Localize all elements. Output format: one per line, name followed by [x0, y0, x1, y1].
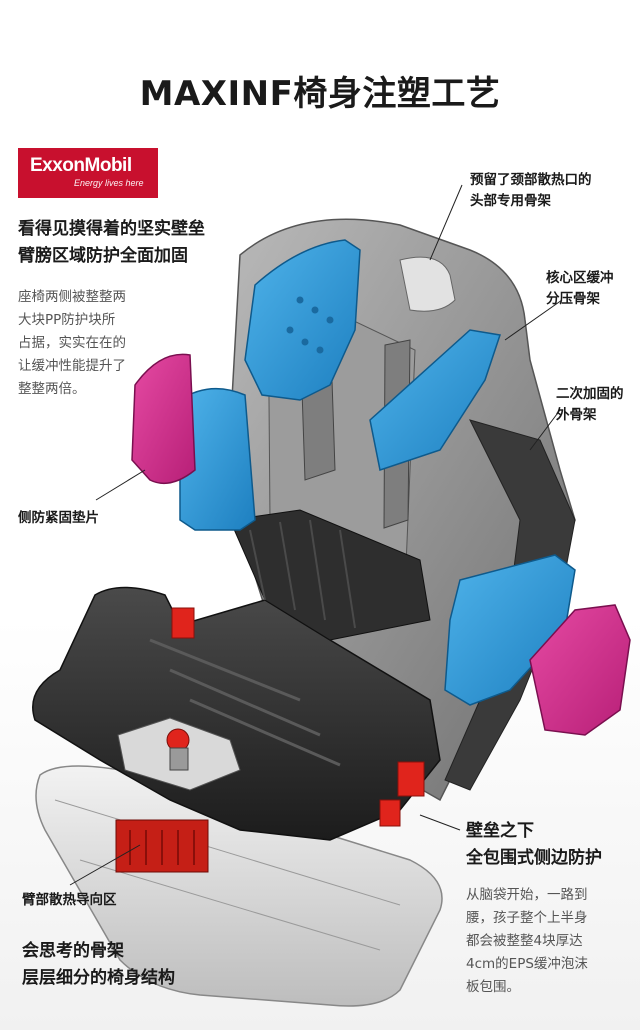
- right-magenta-side-pad: [529, 604, 631, 736]
- headrest-eps-foam: [244, 239, 361, 401]
- callout-head-frame-line-1: 预留了颈部散热口的: [470, 172, 592, 188]
- right-feature-heading: 壁垒之下 全包围式侧边防护: [466, 818, 602, 872]
- callout-outer-frame: 二次加固的 外骨架: [556, 384, 624, 426]
- harness-buckle: [117, 717, 241, 791]
- red-anchor-3: [379, 799, 401, 827]
- right-feature-heading-line-1: 壁垒之下: [466, 821, 534, 841]
- logo-tagline: Energy lives here: [74, 178, 144, 188]
- bottom-feature-heading-line-2: 层层细分的椅身结构: [22, 968, 175, 988]
- headrest-vent-holes: [286, 296, 334, 354]
- callout-head-frame-line-2: 头部专用骨架: [470, 193, 551, 209]
- left-feature-body-line-1: 座椅两侧被整整两: [18, 289, 126, 305]
- callout-outer-frame-line-1: 二次加固的: [556, 386, 624, 402]
- left-feature-body-line-4: 让缓冲性能提升了: [18, 358, 126, 374]
- core-zone-eps: [369, 329, 501, 471]
- left-feature-body: 座椅两侧被整整两 大块PP防护块所 占据，实实在在的 让缓冲性能提升了 整整两倍…: [18, 286, 126, 401]
- right-feature-body-line-4: 4cm的EPS缓冲泡沫: [466, 956, 588, 972]
- left-feature-body-line-5: 整整两倍。: [18, 381, 86, 397]
- callout-core-zone: 核心区缓冲 分压骨架: [546, 268, 614, 310]
- right-feature-body-line-2: 腰，孩子整个上半身: [466, 910, 588, 926]
- left-feature-heading-line-2: 臂膀区域防护全面加固: [18, 246, 188, 266]
- bottom-feature-heading-line-1: 会思考的骨架: [22, 941, 124, 961]
- left-feature-body-line-3: 占据，实实在在的: [18, 335, 126, 351]
- right-feature-body-line-1: 从脑袋开始，一路到: [466, 887, 588, 903]
- callout-side-pad: 侧防紧固垫片: [18, 510, 99, 526]
- logo-name: ExxonMobil: [30, 155, 132, 176]
- callout-head-frame: 预留了颈部散热口的 头部专用骨架: [470, 170, 592, 212]
- left-feature-heading-line-1: 看得见摸得着的坚实壁垒: [18, 219, 205, 239]
- left-feature-body-line-2: 大块PP防护块所: [18, 312, 116, 328]
- bottom-feature-heading: 会思考的骨架 层层细分的椅身结构: [22, 938, 175, 992]
- right-feature-body-line-3: 都会被整整4块厚达: [466, 933, 583, 949]
- red-anchor-1: [171, 607, 195, 639]
- right-feature-body: 从脑袋开始，一路到 腰，孩子整个上半身 都会被整整4块厚达 4cm的EPS缓冲泡…: [466, 884, 588, 999]
- page-title: MAXINF椅身注塑工艺: [139, 74, 501, 114]
- left-magenta-side-pad: [131, 353, 196, 485]
- right-feature-body-line-5: 板包围。: [466, 979, 520, 995]
- red-anchor-2: [397, 761, 425, 797]
- callout-outer-frame-line-2: 外骨架: [556, 407, 597, 423]
- callout-arm-vent: 臂部散热导向区: [22, 892, 117, 908]
- left-feature-heading: 看得见摸得着的坚实壁垒 臂膀区域防护全面加固: [18, 216, 205, 270]
- exxonmobil-logo: ExxonMobil Energy lives here: [18, 148, 158, 198]
- right-feature-heading-line-2: 全包围式侧边防护: [466, 848, 602, 868]
- callout-leaders: [69, 184, 563, 886]
- right-side-eps: [444, 554, 576, 706]
- callout-core-zone-line-2: 分压骨架: [546, 291, 600, 307]
- callout-core-zone-line-1: 核心区缓冲: [546, 270, 614, 286]
